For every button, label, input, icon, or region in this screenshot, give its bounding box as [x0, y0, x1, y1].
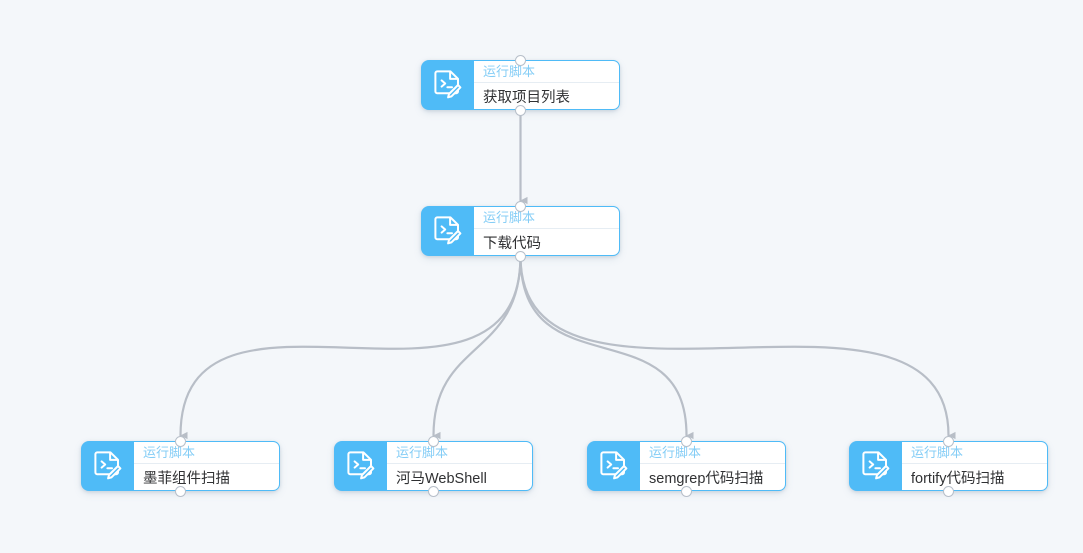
- node-body: 运行脚本 semgrep代码扫描: [640, 441, 786, 491]
- node-type-label: 运行脚本: [474, 61, 619, 83]
- node-output-port-n3[interactable]: [175, 485, 186, 497]
- workflow-node-n2[interactable]: 运行脚本 下载代码: [421, 200, 620, 262]
- node-body: 运行脚本 下载代码: [474, 206, 620, 256]
- node-type-label: 运行脚本: [474, 207, 619, 229]
- workflow-edge-e2[interactable]: [179, 254, 522, 440]
- node-input-port-n2[interactable]: [515, 200, 526, 212]
- node-output-port-n2[interactable]: [515, 250, 526, 262]
- node-body: 运行脚本 获取项目列表: [474, 60, 620, 110]
- node-input-port-n4[interactable]: [428, 435, 439, 447]
- workflow-edge-e3[interactable]: [432, 254, 522, 440]
- workflow-node-n3[interactable]: 运行脚本 墨菲组件扫描: [81, 435, 280, 497]
- run-script-icon: [334, 441, 387, 491]
- node-output-port-n4[interactable]: [428, 485, 439, 497]
- run-script-icon: [81, 441, 134, 491]
- node-type-label: 运行脚本: [134, 442, 279, 464]
- node-title-label: semgrep代码扫描: [649, 470, 764, 487]
- node-input-port-n1[interactable]: [515, 54, 526, 66]
- workflow-node-n5[interactable]: 运行脚本 semgrep代码扫描: [587, 435, 786, 497]
- node-input-port-n6[interactable]: [943, 435, 954, 447]
- run-script-icon: [849, 441, 902, 491]
- run-script-icon: [421, 206, 474, 256]
- run-script-icon: [421, 60, 474, 110]
- node-body: 运行脚本 墨菲组件扫描: [134, 441, 280, 491]
- node-title-label: 下载代码: [483, 235, 541, 252]
- node-body: 运行脚本 河马WebShell: [387, 441, 533, 491]
- node-output-port-n5[interactable]: [681, 485, 692, 497]
- workflow-node-n6[interactable]: 运行脚本 fortify代码扫描: [849, 435, 1048, 497]
- node-title-label: 河马WebShell: [396, 470, 487, 487]
- node-type-label: 运行脚本: [902, 442, 1047, 464]
- node-title-label: fortify代码扫描: [911, 470, 1005, 487]
- node-output-port-n1[interactable]: [515, 104, 526, 116]
- workflow-edge-e4[interactable]: [519, 254, 694, 440]
- node-input-port-n5[interactable]: [681, 435, 692, 447]
- node-body: 运行脚本 fortify代码扫描: [902, 441, 1048, 491]
- node-output-port-n6[interactable]: [943, 485, 954, 497]
- node-input-port-n3[interactable]: [175, 435, 186, 447]
- node-title-label: 获取项目列表: [483, 89, 570, 106]
- node-type-label: 运行脚本: [387, 442, 532, 464]
- run-script-icon: [587, 441, 640, 491]
- workflow-node-n1[interactable]: 运行脚本 获取项目列表: [421, 54, 620, 116]
- workflow-node-n4[interactable]: 运行脚本 河马WebShell: [334, 435, 533, 497]
- workflow-edge-e5[interactable]: [519, 254, 956, 440]
- node-title-label: 墨菲组件扫描: [143, 470, 230, 487]
- node-type-label: 运行脚本: [640, 442, 785, 464]
